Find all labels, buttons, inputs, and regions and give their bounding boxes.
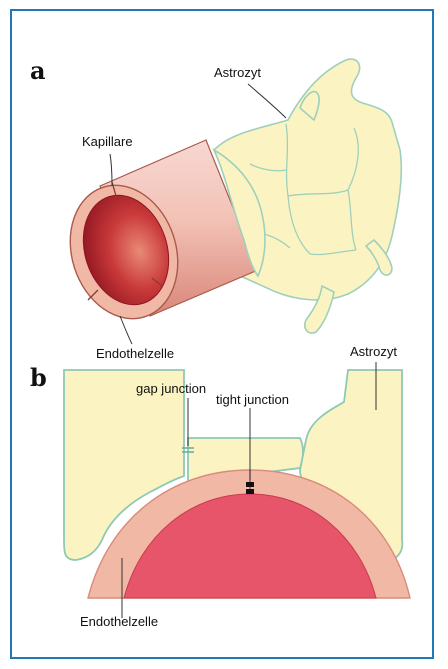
label-astrozyt-b: Astrozyt: [350, 344, 397, 359]
panel-a: a: [30, 56, 401, 361]
label-tight-junction: tight junction: [216, 392, 289, 407]
label-endothelzelle-a: Endothelzelle: [96, 346, 174, 361]
label-gap-junction: gap junction: [136, 381, 206, 396]
panel-a-letter: a: [30, 56, 46, 85]
label-endothelzelle-b: Endothelzelle: [80, 614, 158, 629]
panel-b-letter: b: [30, 363, 47, 392]
label-kapillare: Kapillare: [82, 134, 133, 149]
panel-b: b gap junction tight junct: [30, 344, 410, 629]
label-astrozyt-a: Astrozyt: [214, 65, 261, 80]
